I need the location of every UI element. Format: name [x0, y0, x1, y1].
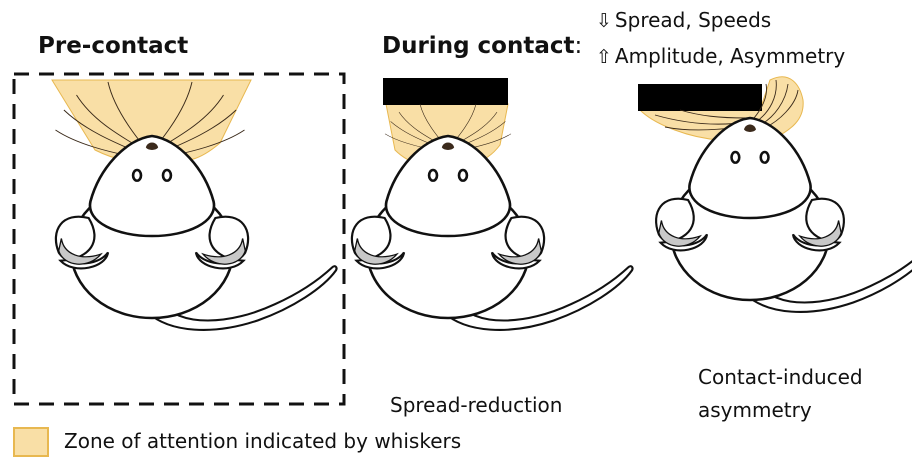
increase-note: ⇧Amplitude, Asymmetry — [596, 44, 845, 68]
title-pre-contact: Pre-contact — [38, 33, 188, 59]
contact-object-center — [383, 78, 508, 105]
title-during-contact: During contact: — [382, 33, 582, 59]
decrease-text: Spread, Speeds — [615, 8, 771, 32]
panel-asymmetry — [638, 77, 912, 312]
contact-object-right — [638, 84, 762, 111]
panel-spread-reduction — [352, 78, 633, 330]
decrease-note: ⇩Spread, Speeds — [596, 8, 771, 32]
increase-text: Amplitude, Asymmetry — [615, 44, 845, 68]
mouse-spread — [352, 136, 633, 330]
legend-label: Zone of attention indicated by whiskers — [64, 429, 461, 453]
caption-asym-line1: Contact-induced — [698, 365, 863, 389]
panel-pre-contact — [14, 74, 344, 404]
up-arrow-icon: ⇧ — [596, 46, 612, 68]
title-during-contact-text: During contact — [382, 33, 575, 59]
down-arrow-icon: ⇩ — [596, 10, 612, 32]
caption-spread-reduction: Spread-reduction — [390, 393, 562, 417]
mouse-pre — [56, 136, 337, 330]
caption-asym-line2: asymmetry — [698, 398, 812, 422]
mouse-asym — [656, 118, 912, 312]
title-colon: : — [575, 33, 583, 59]
legend-swatch — [14, 428, 48, 456]
